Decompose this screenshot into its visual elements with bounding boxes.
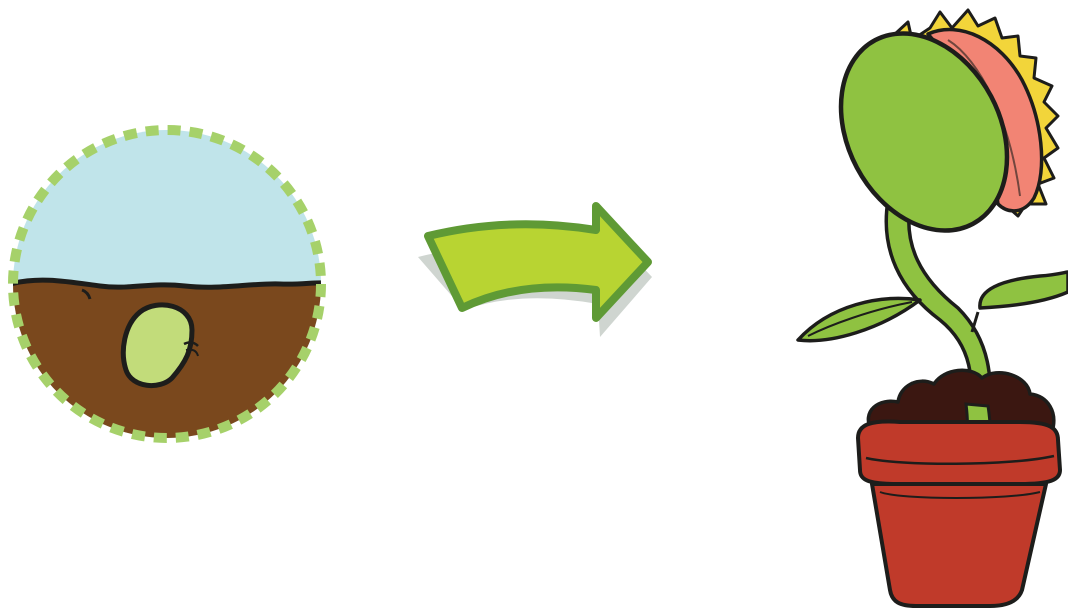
arrow-body <box>428 206 648 318</box>
pot-rim <box>858 422 1060 484</box>
venus-flytrap-pot-icon <box>798 4 1068 606</box>
seed-in-soil-icon <box>0 120 340 450</box>
pot-body <box>872 484 1046 606</box>
right-curved-arrow-icon <box>418 206 652 337</box>
right-leaf <box>980 272 1068 308</box>
